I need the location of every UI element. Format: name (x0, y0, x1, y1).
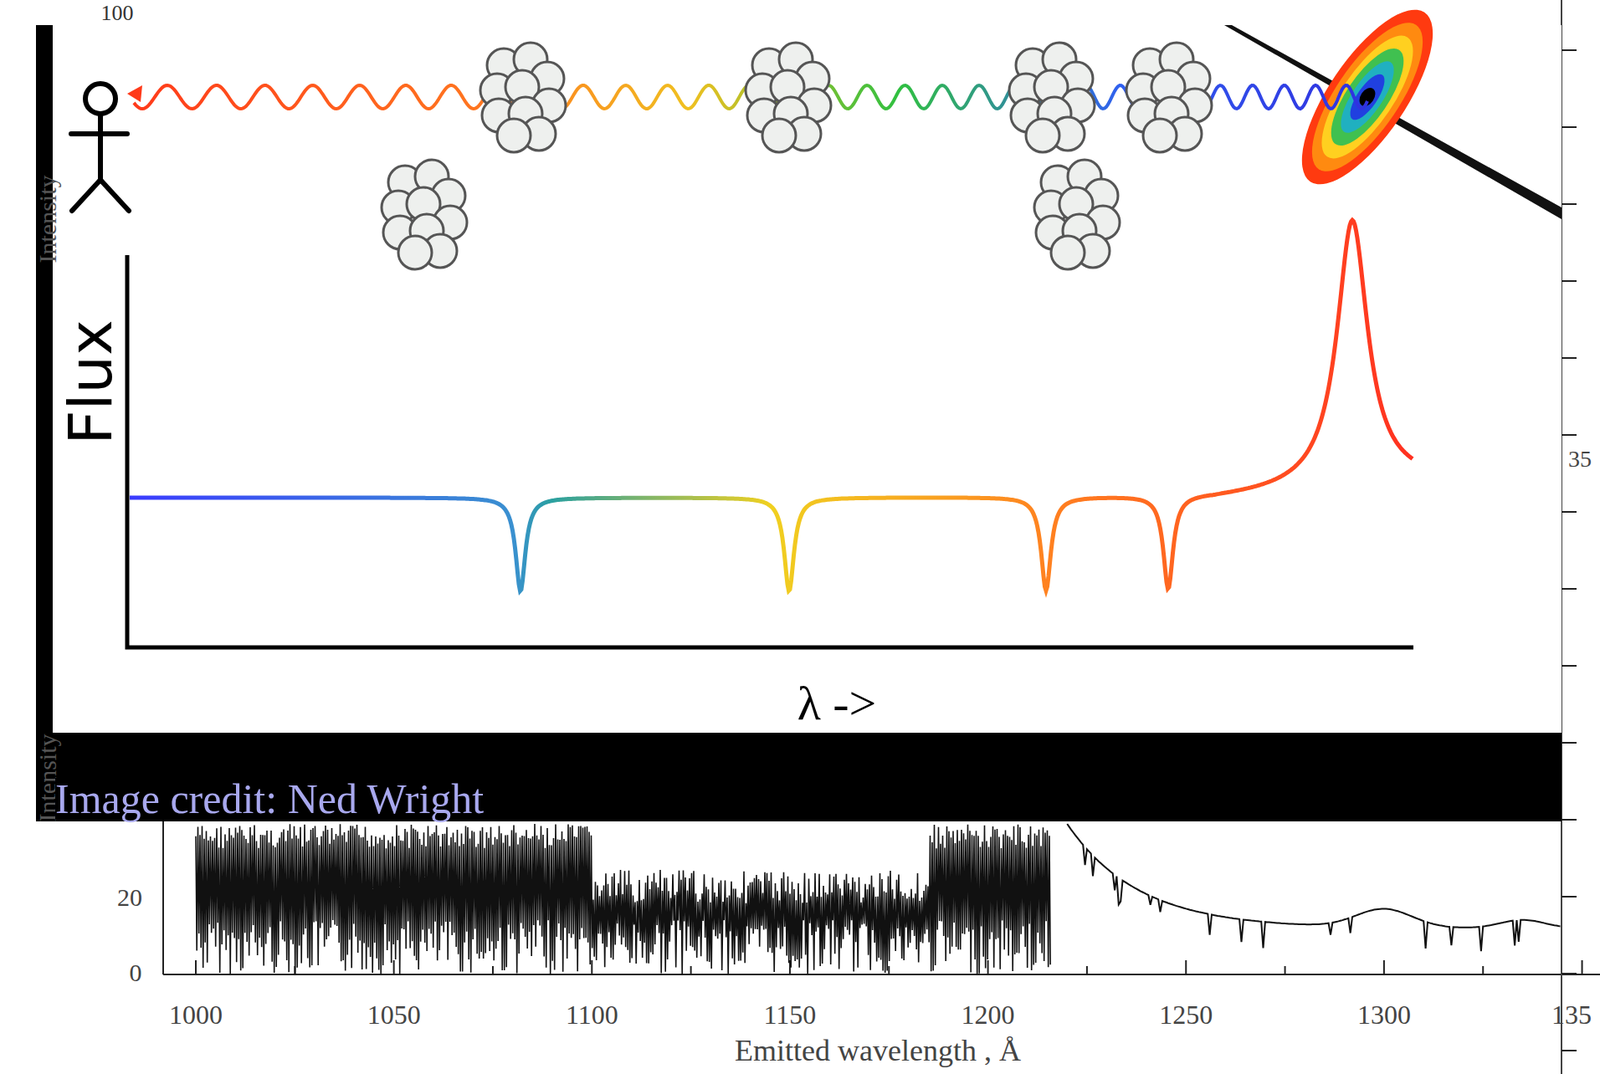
tick-number: 1050 (367, 1001, 421, 1029)
tick-number: 1000 (169, 1001, 223, 1029)
absorption-forest (195, 824, 1051, 975)
axis-title: Flux (60, 319, 121, 446)
axis-number: 0 (129, 960, 143, 986)
tick-number: 1200 (961, 1001, 1016, 1029)
axis-title: Intensity (35, 175, 61, 264)
tick-number: 1300 (1357, 1001, 1411, 1029)
tick-number: 1250 (1158, 1001, 1213, 1029)
continuum-line (1066, 824, 1560, 952)
axis-title: Emitted wavelength , Å (734, 1035, 1021, 1067)
axis-title: λ -> (797, 679, 877, 729)
image-credit: Image credit: Ned Wright (55, 778, 484, 821)
axis-number: 35 (1568, 447, 1592, 472)
axis-number: 20 (117, 885, 143, 911)
tick-number: 1100 (565, 1001, 619, 1029)
axis-number: 100 (101, 2, 134, 25)
tick-number: 1150 (764, 1001, 817, 1029)
flux-curve (129, 220, 1413, 591)
tick-number: 135 (1551, 1001, 1592, 1029)
